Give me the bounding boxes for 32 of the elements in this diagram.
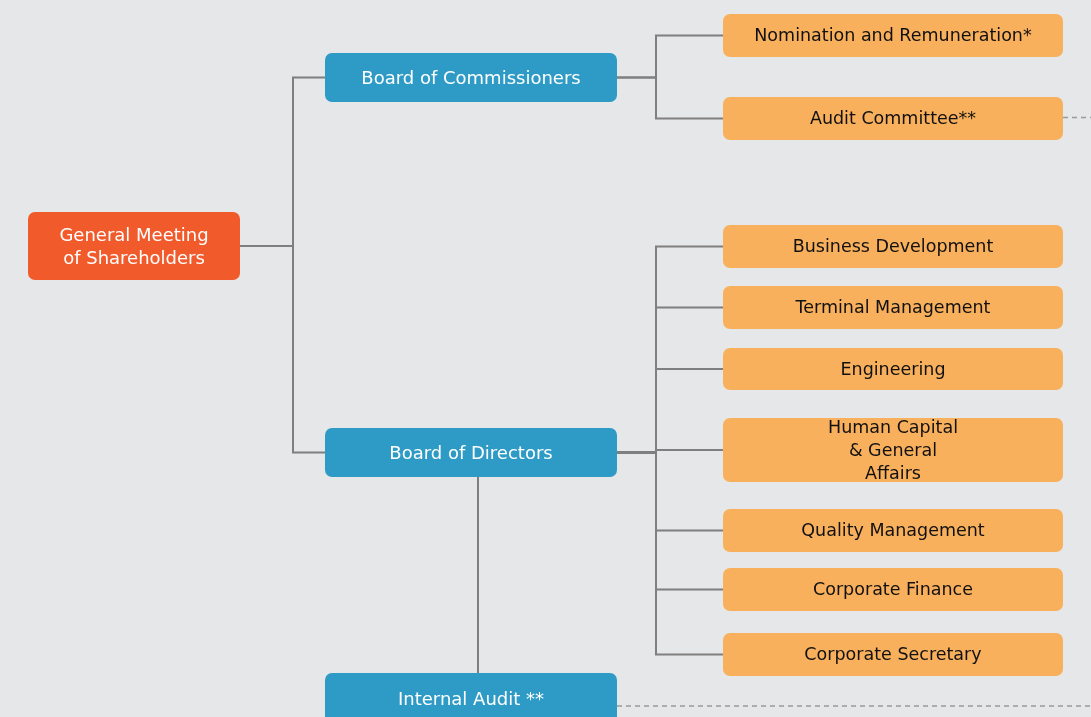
node-label: Nomination and Remuneration* bbox=[754, 24, 1032, 47]
committee-box bbox=[723, 348, 1063, 390]
node-label: Board of Commissioners bbox=[361, 66, 581, 89]
node-label: Corporate Finance bbox=[813, 578, 973, 601]
committee-box bbox=[723, 286, 1063, 329]
connector-line bbox=[616, 451, 724, 656]
node-label: Quality Management bbox=[801, 519, 985, 542]
connector-line bbox=[239, 245, 326, 454]
node-label: Engineering bbox=[840, 357, 946, 381]
board-box bbox=[325, 53, 617, 102]
node-label: Board of Directors bbox=[389, 441, 553, 464]
board-box bbox=[325, 428, 617, 477]
committee-box bbox=[723, 509, 1063, 552]
meeting-box bbox=[28, 212, 240, 280]
committee-box bbox=[723, 225, 1063, 268]
node-label: Internal Audit ** bbox=[398, 686, 544, 710]
node-label: General Meeting of Shareholders bbox=[58, 223, 210, 269]
committee-box bbox=[723, 14, 1063, 57]
dashed-line bbox=[616, 705, 1091, 707]
node-label: Audit Committee** bbox=[809, 107, 977, 130]
node-label: Terminal Management bbox=[795, 296, 991, 319]
connector-line bbox=[477, 476, 479, 674]
committee-box bbox=[723, 418, 1063, 482]
board-box bbox=[325, 673, 617, 717]
node-label: Human Capital & General Affairs bbox=[826, 415, 959, 485]
committee-box bbox=[723, 97, 1063, 140]
node-label: Corporate Secretary bbox=[804, 643, 982, 666]
committee-box bbox=[723, 568, 1063, 611]
connector-line bbox=[616, 76, 724, 120]
committee-box bbox=[723, 633, 1063, 676]
node-label: Business Development bbox=[792, 235, 994, 258]
dashed-line bbox=[1062, 116, 1091, 119]
